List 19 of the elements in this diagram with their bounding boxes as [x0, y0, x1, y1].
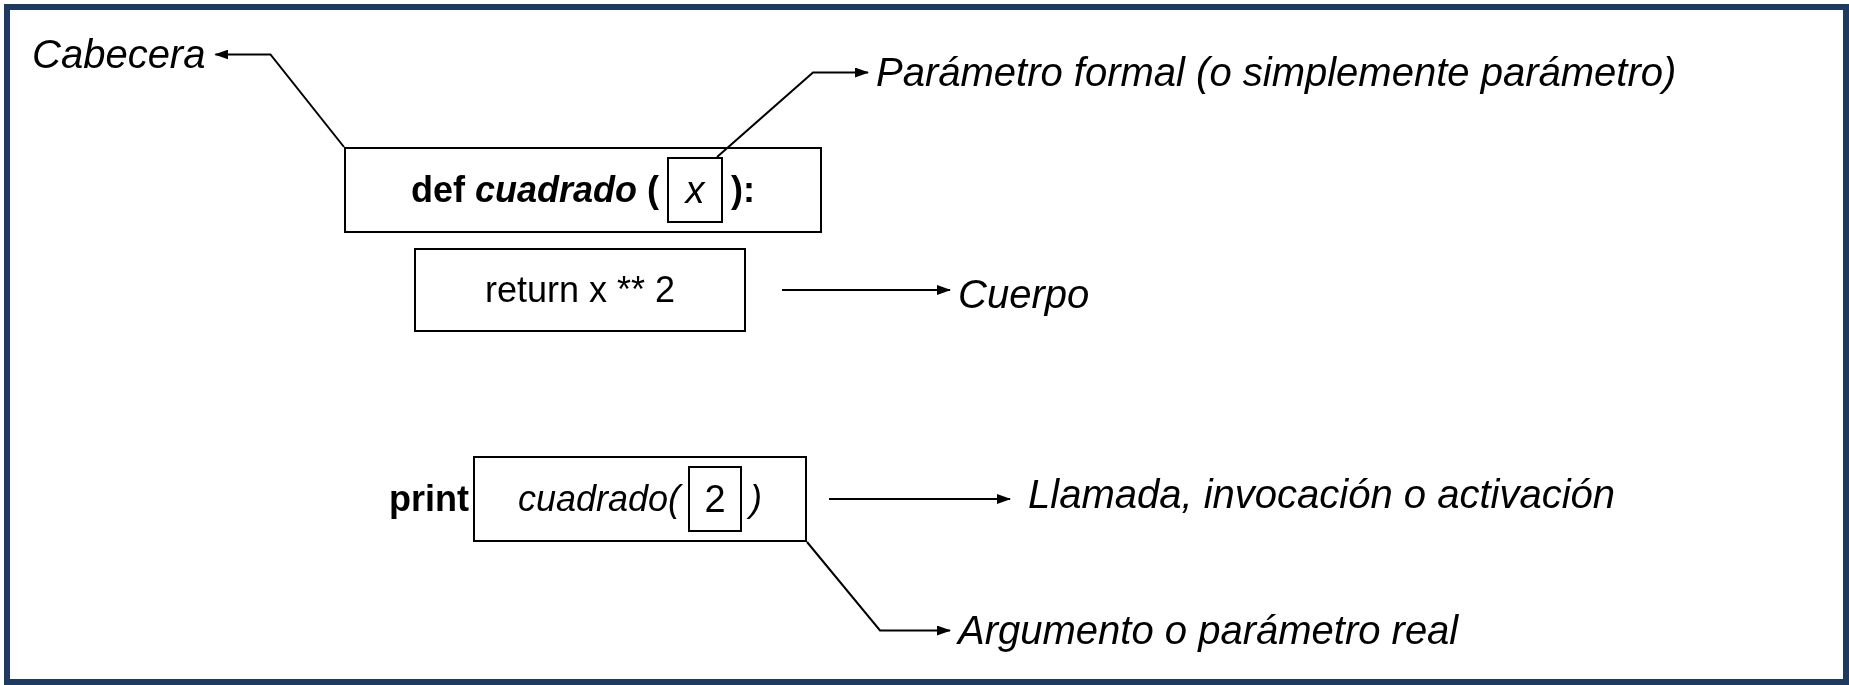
code-box: return x ** 2 [414, 248, 746, 332]
arrow [781, 285, 951, 295]
leader-line [806, 541, 951, 636]
code-text: def cuadrado ( [410, 169, 660, 211]
leader-line [716, 67, 869, 158]
parameter-box: 2 [688, 466, 743, 532]
code-box [344, 147, 822, 233]
annotation-text: Cuerpo [958, 272, 1090, 317]
code-box [473, 456, 807, 542]
code-text: ): [731, 169, 755, 211]
annotation-text: Parámetro formal (o simplemente parámetro) [876, 50, 1677, 95]
keyword-text: print [389, 478, 469, 520]
parameter-box: x [667, 157, 724, 223]
leader-line [214, 49, 345, 148]
code-text: cuadrado( [517, 478, 681, 520]
annotation-text: Argumento o parámetro real [958, 608, 1459, 653]
annotation-text: Cabecera [32, 32, 206, 77]
arrow [828, 494, 1011, 504]
annotation-text: Llamada, invocación o activación [1028, 472, 1615, 517]
